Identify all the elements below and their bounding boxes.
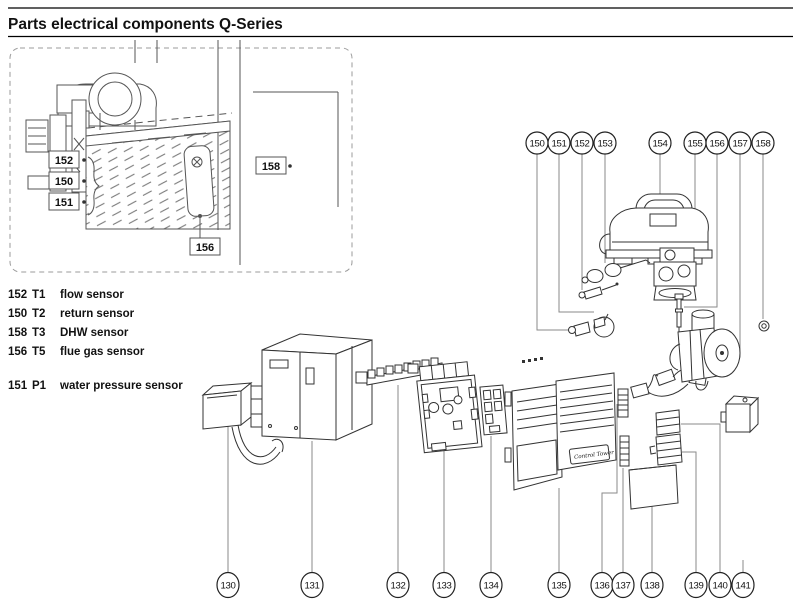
legend-num-0: 152 <box>8 289 27 301</box>
svg-text:156: 156 <box>196 242 214 254</box>
badge-text: Control Tower <box>574 450 615 461</box>
callout-131: 131 <box>300 571 324 599</box>
svg-text:140: 140 <box>712 581 727 592</box>
svg-text:151: 151 <box>551 139 566 150</box>
svg-text:153: 153 <box>597 139 612 150</box>
flue-sensor-point <box>198 214 202 218</box>
part-134-connector-strip <box>479 384 508 436</box>
svg-text:158: 158 <box>755 139 770 150</box>
part-139-label-stack <box>649 433 683 466</box>
svg-text:139: 139 <box>688 581 703 592</box>
svg-text:132: 132 <box>390 581 405 592</box>
part-135-control-panel: Control Tower <box>504 372 617 491</box>
part-137-connector-strip <box>619 435 630 467</box>
callout-152: 152 <box>570 131 594 155</box>
callout-141: 141 <box>731 571 755 599</box>
legend-num-4: 151 <box>8 380 28 392</box>
part-153-electrode <box>581 259 651 284</box>
legend-code-0: T1 <box>32 289 46 301</box>
callouts-bottom: 130 131 132 133 134 135 136 137 <box>216 571 755 599</box>
callout-130: 130 <box>216 571 240 599</box>
legend-code-1: T2 <box>32 308 45 320</box>
callout-137: 137 <box>611 571 635 599</box>
legend-num-3: 156 <box>8 346 27 358</box>
exploded-components: Control Tower <box>201 193 770 510</box>
legend-label-1: return sensor <box>60 308 135 320</box>
callout-134: 134 <box>479 571 503 599</box>
part-155-gas-valve <box>653 247 697 301</box>
flue-collector <box>183 145 215 217</box>
part-133-pcb <box>416 361 483 454</box>
callout-158: 158 <box>751 131 775 155</box>
label-brace <box>87 156 100 216</box>
svg-text:154: 154 <box>652 139 668 150</box>
callout-156: 156 <box>705 131 729 155</box>
svg-text:130: 130 <box>220 581 235 592</box>
page-title: Parts electrical components Q-Series <box>8 16 283 33</box>
callout-140: 140 <box>708 571 732 599</box>
part-151-water-pressure-sensor <box>593 313 615 338</box>
schematic-label-stack: 152 150 151 <box>48 150 100 216</box>
legend-num-2: 158 <box>8 327 28 339</box>
svg-text:134: 134 <box>483 581 499 592</box>
callout-132: 132 <box>386 571 410 599</box>
legend-num-1: 150 <box>8 308 27 320</box>
callout-151: 151 <box>547 131 571 155</box>
callouts-top: 150 151 152 153 154 155 156 157 <box>525 131 775 155</box>
schematic-label-flow: 152 <box>55 155 73 167</box>
control-tower-badge: Control Tower <box>568 444 615 465</box>
svg-text:138: 138 <box>644 581 659 592</box>
svg-text:141: 141 <box>735 581 750 592</box>
callout-150: 150 <box>525 131 549 155</box>
callout-135: 135 <box>547 571 571 599</box>
svg-text:136: 136 <box>594 581 609 592</box>
legend: 152 T1 flow sensor 150 T2 return sensor … <box>8 289 183 392</box>
svg-text:131: 131 <box>304 581 319 592</box>
callout-136: 136 <box>590 571 614 599</box>
schematic-label-pressure: 151 <box>55 197 73 209</box>
svg-text:137: 137 <box>615 581 630 592</box>
part-152-flow-sensor <box>578 282 619 300</box>
part-150-return-sensor <box>568 321 591 337</box>
part-158-dhw-sensor <box>758 320 770 332</box>
callout-155: 155 <box>683 131 707 155</box>
svg-text:158: 158 <box>262 161 280 173</box>
schematic-heat-exchanger <box>85 112 233 230</box>
part-140-label-stack <box>655 409 681 436</box>
callout-153: 153 <box>593 131 617 155</box>
callout-154: 154 <box>648 131 672 155</box>
legend-code-3: T5 <box>32 346 46 358</box>
legend-code-4: P1 <box>32 380 47 392</box>
legend-label-0: flow sensor <box>60 289 124 301</box>
part-141-relay-box <box>720 395 760 434</box>
page-header: Parts electrical components Q-Series <box>8 7 793 38</box>
part-131-control-box-housing <box>250 333 373 441</box>
svg-text:135: 135 <box>551 581 566 592</box>
svg-text:133: 133 <box>436 581 451 592</box>
location-schematic: 152 150 151 158 156 <box>9 40 353 273</box>
part-157-pump <box>669 309 741 391</box>
schematic-label-dhw: 158 <box>255 156 292 175</box>
legend-code-2: T3 <box>32 327 45 339</box>
svg-text:155: 155 <box>687 139 702 150</box>
legend-label-3: flue gas sensor <box>60 346 145 358</box>
schematic-label-return: 150 <box>55 176 73 188</box>
part-130-cable-box <box>201 381 284 465</box>
svg-text:152: 152 <box>574 139 589 150</box>
callout-133: 133 <box>432 571 456 599</box>
svg-text:156: 156 <box>709 139 724 150</box>
legend-label-4: water pressure sensor <box>59 380 183 392</box>
legend-label-2: DHW sensor <box>60 327 129 339</box>
schematic-label-flue: 156 <box>189 218 221 256</box>
svg-text:150: 150 <box>529 139 544 150</box>
callout-157: 157 <box>728 131 752 155</box>
part-138-cover-plate <box>628 464 679 510</box>
svg-text:157: 157 <box>732 139 747 150</box>
callout-139: 139 <box>684 571 708 599</box>
callout-138: 138 <box>640 571 664 599</box>
